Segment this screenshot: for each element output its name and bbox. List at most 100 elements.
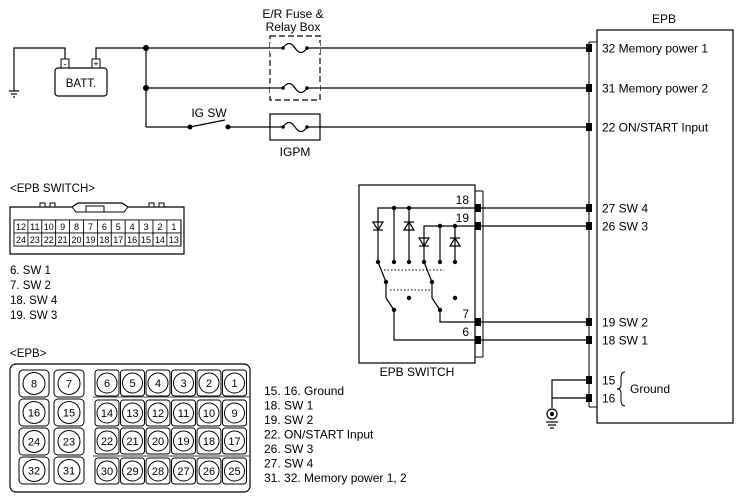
battery-label: BATT. xyxy=(66,78,96,90)
battery-minus: - xyxy=(64,59,67,69)
epb-cell-pin xyxy=(224,372,245,394)
epb-switch-cell-number: 9 xyxy=(60,222,65,232)
fuse-icon-memory-1 xyxy=(270,42,320,54)
epb-cell-number: 2 xyxy=(206,378,212,390)
epb-switch-cell-number: 16 xyxy=(127,235,137,245)
epb-cell-pin xyxy=(198,402,220,424)
epb-legend-item: 15. 16. Ground xyxy=(264,384,344,398)
epb-cell-number: 26 xyxy=(203,466,215,478)
epb-cell-number: 12 xyxy=(152,408,164,420)
epb-switch-label: EPB SWITCH xyxy=(380,365,455,379)
epb-cell-pin xyxy=(173,402,194,424)
epb-terminal-16 xyxy=(586,394,592,402)
epb-terminal-19 xyxy=(586,318,592,326)
epb-legend-item: 27. SW 4 xyxy=(264,457,314,471)
epb-cell-number: 9 xyxy=(231,408,237,420)
epb-connector-title: <EPB> xyxy=(10,348,47,360)
epb-legend-item: 31. 32. Memory power 1, 2 xyxy=(264,471,407,485)
switch-terminal-19 xyxy=(475,222,481,230)
epb-switch-cell-number: 20 xyxy=(72,235,82,245)
epb-cell-pin xyxy=(57,430,81,453)
epb-cell-number: 3 xyxy=(180,378,186,390)
epb-switch-cell-number: 14 xyxy=(155,235,165,245)
epb-switch-cell-number: 1 xyxy=(171,222,176,232)
epb-legend-item: 18. SW 1 xyxy=(264,399,314,413)
epb-cell-pin xyxy=(122,430,143,452)
epb-pin-label-16: 16 xyxy=(602,392,616,406)
ground-group-label: Ground xyxy=(630,382,670,396)
switch-terminal-7 xyxy=(475,318,481,326)
epb-cell-pin xyxy=(147,430,169,452)
epb-cell-number: 24 xyxy=(28,437,40,449)
epb-switch-cell-13 xyxy=(166,232,182,247)
epb-cell-pin xyxy=(22,401,46,424)
epb-cell-number: 15 xyxy=(63,408,75,420)
epb-switch-cell-number: 19 xyxy=(85,235,95,245)
epb-terminal-26 xyxy=(586,222,592,230)
epb-cell-pin xyxy=(198,372,220,394)
epb-terminal-22 xyxy=(586,123,592,131)
switch-pin-number-19: 19 xyxy=(456,211,470,225)
epb-switch-cell-number: 6 xyxy=(102,222,107,232)
epb-switch-cell-number: 18 xyxy=(99,235,109,245)
epb-cell-pin xyxy=(122,460,143,482)
epb-cell-number: 25 xyxy=(228,466,240,478)
epb-terminal-18 xyxy=(586,336,592,344)
epb-cell-number: 17 xyxy=(228,436,240,448)
epb-pin-label-26: 26 SW 3 xyxy=(602,220,648,234)
epb-legend-item: 22. ON/START Input xyxy=(264,428,374,442)
epb-cell-pin xyxy=(96,372,118,394)
epb-switch-cell-number: 12 xyxy=(16,222,26,232)
battery xyxy=(54,67,108,97)
epb-pin-label-18: 18 SW 1 xyxy=(602,334,648,348)
epb-cell-pin xyxy=(96,430,118,452)
epb-switch-cell-number: 23 xyxy=(30,235,40,245)
epb-pin-label-22: 22 ON/START Input xyxy=(602,121,709,135)
epb-switch-legend-item: 18. SW 4 xyxy=(10,295,58,307)
epb-cell-number: 5 xyxy=(129,378,135,390)
epb-cell-number: 8 xyxy=(31,379,37,391)
epb-switch-legend-item: 7. SW 2 xyxy=(10,280,51,292)
epb-cell-pin xyxy=(224,402,245,424)
battery-plus: + xyxy=(93,59,98,69)
epb-switch-cell-number: 22 xyxy=(44,235,54,245)
epb-cell-number: 32 xyxy=(28,466,40,478)
epb-cell-pin xyxy=(147,460,169,482)
epb-terminal-15 xyxy=(586,376,592,384)
epb-cell-pin xyxy=(147,372,169,394)
epb-switch-legend-item: 19. SW 3 xyxy=(10,310,57,322)
epb-switch-cell-number: 4 xyxy=(130,222,135,232)
switch-terminal-18 xyxy=(475,204,481,212)
epb-cell-pin xyxy=(22,430,46,453)
epb-cell-number: 22 xyxy=(101,436,113,448)
switch-pin-number-6: 6 xyxy=(462,325,469,339)
epb-cell-number: 27 xyxy=(177,466,189,478)
switch-pin-number-18: 18 xyxy=(456,193,470,207)
epb-switch-cell-number: 10 xyxy=(44,222,54,232)
epb-switch-cell-number: 13 xyxy=(169,235,179,245)
epb-cell-pin xyxy=(224,430,245,452)
fuse-box-title-line2: Relay Box xyxy=(266,20,321,34)
epb-cell-number: 20 xyxy=(152,436,164,448)
epb-cell-number: 30 xyxy=(101,466,113,478)
epb-pin-label-27: 27 SW 4 xyxy=(602,202,648,216)
epb-pin-label-15: 15 xyxy=(602,374,616,388)
epb-switch-cell-number: 15 xyxy=(141,235,151,245)
epb-cell-pin xyxy=(147,402,169,424)
switch-pin-number-7: 7 xyxy=(462,307,469,321)
epb-cell-number: 19 xyxy=(177,436,189,448)
switch-terminal-6 xyxy=(475,336,481,344)
ig-sw-label: IG SW xyxy=(191,106,227,120)
igpm-label: IGPM xyxy=(280,145,311,159)
epb-terminal-27 xyxy=(586,204,592,212)
epb-cell-pin xyxy=(198,460,220,482)
epb-module xyxy=(596,29,734,424)
epb-cell-number: 14 xyxy=(101,408,113,420)
epb-switch-legend-item: 6. SW 1 xyxy=(10,265,51,277)
epb-ground-icon xyxy=(546,408,558,429)
epb-cell-pin xyxy=(173,460,194,482)
epb-cell-number: 4 xyxy=(155,378,161,390)
epb-cell-number: 23 xyxy=(63,437,75,449)
epb-switch-cell-number: 24 xyxy=(16,235,26,245)
epb-switch-cell-number: 7 xyxy=(88,222,93,232)
